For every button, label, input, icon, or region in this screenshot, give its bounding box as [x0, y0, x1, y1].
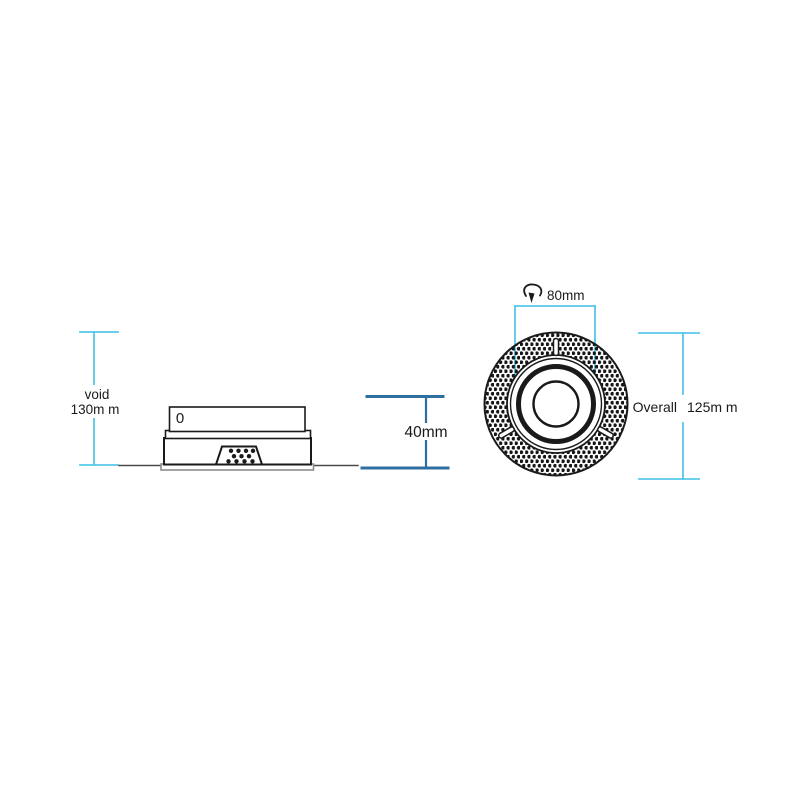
overall-dimension-value: 125m m — [687, 399, 738, 415]
bezel-thick-ring — [516, 364, 596, 444]
depth-dimension-label: 40mm — [404, 424, 447, 441]
cutout-dimension-label: 80mm — [547, 288, 585, 303]
overall-dimension-line — [638, 332, 700, 480]
grille-outer-rim — [483, 331, 629, 477]
cutout-hook-icon — [523, 283, 543, 303]
mounting-slot-top — [552, 337, 560, 357]
side-view: void 130m m 0 — [71, 331, 450, 471]
mounting-slot-lower-right — [597, 426, 614, 439]
driver-box — [168, 406, 306, 433]
void-dimension-label-line1: void — [85, 387, 110, 402]
vent-holes — [226, 448, 256, 464]
void-label-backing — [71, 385, 121, 418]
lamp-aperture — [532, 380, 580, 428]
grille-perforation — [484, 332, 628, 476]
bezel-second-ring — [509, 357, 603, 451]
driver-box-knockout-mark: 0 — [176, 410, 184, 427]
overall-dimension-label: Overall — [633, 399, 677, 415]
front-view: 80mm Overall 125m m — [483, 283, 738, 480]
void-dimension-label-line2: 130m m — [71, 402, 120, 417]
mounting-slot-lower-left — [498, 426, 515, 439]
depth-label-backing — [403, 423, 449, 440]
